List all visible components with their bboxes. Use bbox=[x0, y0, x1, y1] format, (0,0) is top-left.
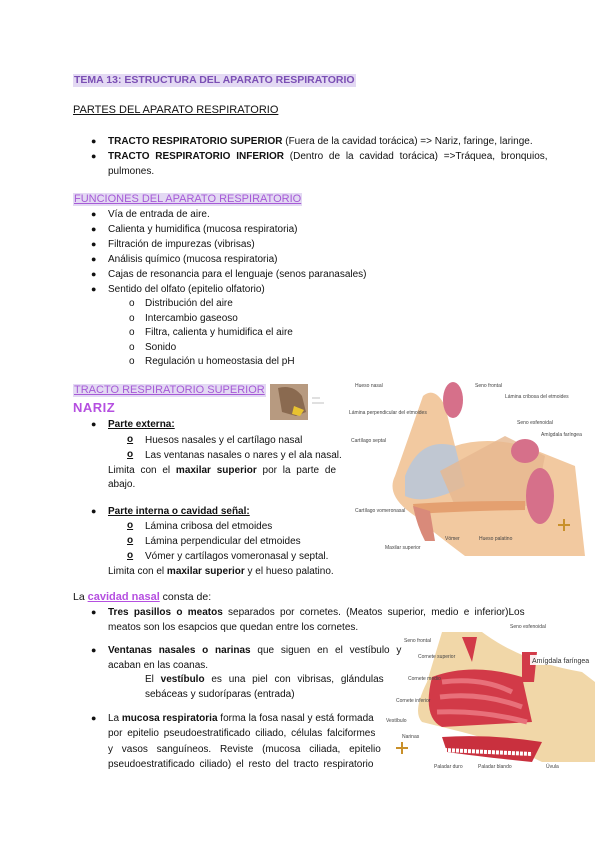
svg-text:Narinas: Narinas bbox=[402, 734, 420, 740]
subheading-nariz: NARIZ bbox=[73, 400, 116, 415]
cavidad-nasal-link[interactable]: cavidad nasal bbox=[87, 591, 160, 603]
svg-text:Hueso nasal: Hueso nasal bbox=[355, 383, 383, 389]
sub-bullet: o bbox=[127, 550, 134, 561]
bullet: ● bbox=[91, 224, 97, 234]
compass-icon bbox=[396, 742, 408, 754]
amigdala-faringea-label: Amígdala faríngea bbox=[532, 658, 589, 665]
bullet: ● bbox=[91, 209, 97, 219]
sub-bullet: o bbox=[129, 341, 135, 353]
bullet: ● bbox=[91, 645, 97, 655]
svg-text:Cornete superior: Cornete superior bbox=[418, 654, 456, 660]
parte-interna-label: Parte interna o cavidad señal: bbox=[108, 506, 250, 517]
list-item: Las ventanas nasales o nares y el ala na… bbox=[145, 450, 342, 461]
nasal-cavity-diagram: Seno frontal Cornete superior Cornete me… bbox=[386, 624, 595, 770]
bullet: ● bbox=[91, 284, 97, 294]
svg-text:Paladar duro: Paladar duro bbox=[434, 764, 463, 770]
list-item: Vómer y cartílagos vomeronasal y septal. bbox=[145, 551, 329, 562]
section-heading-tracto-superior: TRACTO RESPIRATORIO SUPERIOR bbox=[73, 384, 266, 397]
bullet: ● bbox=[91, 713, 97, 723]
list-item: Sentido del olfato (epitelio olfatorio) bbox=[108, 284, 265, 295]
list-item: La mucosa respiratoria forma la fosa nas… bbox=[108, 713, 374, 724]
list-item: TRACTO RESPIRATORIO SUPERIOR (Fuera de l… bbox=[108, 136, 533, 147]
list-item: Vía de entrada de aire. bbox=[108, 209, 210, 220]
svg-text:Maxilar superior: Maxilar superior bbox=[385, 545, 421, 551]
list-item: Tres pasillos o meatos separados por cor… bbox=[108, 607, 525, 618]
svg-text:Cornete medio: Cornete medio bbox=[408, 676, 441, 682]
svg-text:Lámina perpendicular del etmoi: Lámina perpendicular del etmoides bbox=[349, 410, 427, 416]
cavidad-intro: La cavidad nasal consta de: bbox=[73, 591, 212, 603]
svg-text:Cartílago septal: Cartílago septal bbox=[351, 438, 386, 444]
list-item-continued: pseudoestratificado ciliado) el resto de… bbox=[108, 759, 374, 770]
list-item: Cajas de resonancia para el lenguaje (se… bbox=[108, 269, 367, 280]
sub-list-item: Distribución del aire bbox=[145, 298, 233, 309]
bullet: ● bbox=[91, 419, 97, 429]
svg-text:Vómer: Vómer bbox=[445, 536, 460, 542]
list-item: Ventanas nasales o narinas que siguen en… bbox=[108, 645, 402, 656]
sub-bullet: o bbox=[127, 535, 134, 546]
svg-text:Cornete inferior: Cornete inferior bbox=[396, 698, 431, 704]
vestibulo-text: El vestíbulo es una piel con vibrisas, g… bbox=[145, 674, 384, 685]
compass-icon bbox=[558, 519, 570, 531]
list-item: Calienta y humidifica (mucosa respirator… bbox=[108, 224, 298, 235]
nose-thumbnail-image bbox=[268, 382, 332, 422]
bullet: ● bbox=[91, 607, 97, 617]
bullet: ● bbox=[91, 254, 97, 264]
svg-text:Amígdala faríngea: Amígdala faríngea bbox=[541, 432, 582, 438]
list-item: TRACTO RESPIRATORIO INFERIOR (Dentro de … bbox=[108, 151, 548, 162]
bullet: ● bbox=[91, 239, 97, 249]
list-item: Huesos nasales y el cartílago nasal bbox=[145, 435, 303, 446]
nasal-septum-diagram: Hueso nasal Seno frontal Lámina perpendi… bbox=[349, 382, 585, 556]
sub-bullet: o bbox=[127, 520, 134, 531]
svg-text:Paladar blando: Paladar blando bbox=[478, 764, 512, 770]
sub-bullet: o bbox=[129, 327, 135, 338]
sub-bullet: o bbox=[127, 449, 134, 460]
page-title: TEMA 13: ESTRUCTURA DEL APARATO RESPIRAT… bbox=[73, 74, 356, 87]
parte-externa-label: Parte externa: bbox=[108, 419, 175, 430]
section-heading-partes: PARTES DEL APARATO RESPIRATORIO bbox=[73, 104, 279, 116]
section-heading-funciones: FUNCIONES DEL APARATO RESPIRATORIO bbox=[73, 193, 303, 206]
sub-bullet: o bbox=[129, 356, 135, 367]
list-item: Análisis químico (mucosa respiratoria) bbox=[108, 254, 278, 265]
svg-text:Úvula: Úvula bbox=[546, 763, 559, 770]
sub-list-item: Intercambio gaseoso bbox=[145, 312, 238, 324]
limit-text: Limita con el maxilar superior y el hues… bbox=[108, 566, 334, 577]
vestibulo-text-continued: sebáceas y sudoríparas (entrada) bbox=[145, 689, 295, 700]
svg-text:Hueso palatino: Hueso palatino bbox=[479, 536, 513, 542]
svg-text:Seno frontal: Seno frontal bbox=[475, 383, 502, 389]
bullet: ● bbox=[91, 506, 97, 516]
sub-list-item: Sonido bbox=[145, 341, 177, 353]
list-item-continued: por epitelio pseudoestratificado ciliado… bbox=[108, 728, 376, 739]
svg-text:Cartílago vomeronasal: Cartílago vomeronasal bbox=[355, 508, 405, 514]
svg-text:Vestíbulo: Vestíbulo bbox=[386, 718, 407, 724]
bullet: ● bbox=[91, 136, 97, 146]
list-item: Filtración de impurezas (vibrisas) bbox=[108, 239, 255, 250]
list-item-continued: y vasos sanguíneos. Reviste (mucosa cili… bbox=[108, 744, 381, 755]
svg-text:Seno esfenoidal: Seno esfenoidal bbox=[510, 624, 546, 630]
list-item: Lámina cribosa del etmoides bbox=[145, 521, 273, 532]
limit-text: Limita con el maxilar superior por la pa… bbox=[108, 465, 336, 476]
sub-list-item: Regulación u homeostasia del pH bbox=[145, 356, 295, 367]
bullet: ● bbox=[91, 269, 97, 279]
label-background bbox=[530, 655, 594, 665]
bullet: ● bbox=[91, 151, 97, 161]
sub-list-item: Filtra, calienta y humidifica el aire bbox=[145, 327, 293, 338]
list-item-continued: meatos son los esapcios que quedan entre… bbox=[108, 622, 359, 633]
svg-text:Lámina cribosa del etmoides: Lámina cribosa del etmoides bbox=[505, 394, 569, 400]
sub-bullet: o bbox=[129, 312, 135, 324]
sub-bullet: o bbox=[127, 434, 134, 445]
sub-bullet: o bbox=[129, 298, 135, 309]
list-item-continued: acaban en las coanas. bbox=[108, 660, 209, 671]
list-item: Lámina perpendicular del etmoides bbox=[145, 536, 301, 547]
svg-text:Seno frontal: Seno frontal bbox=[404, 638, 431, 644]
limit-text-continued: abajo. bbox=[108, 479, 136, 490]
list-item-continued: pulmones. bbox=[108, 166, 155, 177]
svg-text:Seno esfenoidal: Seno esfenoidal bbox=[517, 420, 553, 426]
